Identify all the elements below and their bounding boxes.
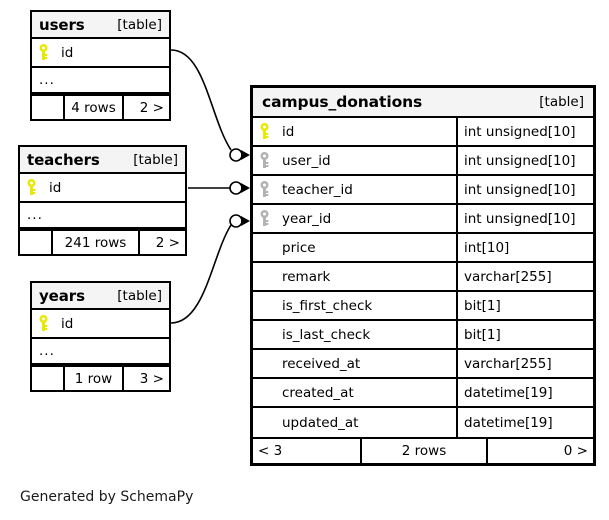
no-key-spacer bbox=[253, 292, 275, 319]
table-campus-donations-footer: < 3 2 rows 0 > bbox=[253, 437, 593, 463]
column-name: id bbox=[282, 123, 295, 140]
table-years-name: years bbox=[39, 286, 85, 305]
table-campus-donations-header: campus_donations [table] bbox=[253, 88, 593, 118]
table-footer-left[interactable] bbox=[32, 367, 63, 390]
column-name: price bbox=[282, 239, 316, 256]
more-columns-ellipsis: ... bbox=[32, 68, 169, 94]
column-type: int unsigned[10] bbox=[456, 205, 593, 232]
table-teachers-name: teachers bbox=[27, 150, 100, 169]
table-row[interactable]: id bbox=[32, 310, 169, 339]
table-row[interactable]: updated_at datetime[19] bbox=[253, 408, 593, 437]
primary-key-icon bbox=[32, 310, 54, 337]
foreign-key-icon bbox=[253, 205, 275, 232]
column-type: bit[1] bbox=[456, 321, 593, 348]
column-name: id bbox=[61, 315, 74, 332]
column-type: varchar[255] bbox=[456, 263, 593, 290]
table-footer-next[interactable]: 0 > bbox=[486, 439, 593, 463]
table-row[interactable]: is_last_check bit[1] bbox=[253, 321, 593, 350]
table-years-header: years [table] bbox=[32, 283, 169, 310]
column-name: remark bbox=[282, 268, 331, 285]
more-columns-ellipsis: ... bbox=[20, 203, 185, 229]
table-campus-donations-name: campus_donations bbox=[262, 93, 423, 111]
table-users[interactable]: users [table] id ... 4 rows 2 > bbox=[30, 10, 171, 121]
table-years-kind: [table] bbox=[117, 287, 162, 304]
table-row[interactable]: teacher_id int unsigned[10] bbox=[253, 176, 593, 205]
table-footer-left[interactable] bbox=[20, 231, 51, 254]
column-type: int unsigned[10] bbox=[456, 176, 593, 203]
table-users-header: users [table] bbox=[32, 12, 169, 39]
generated-by-credit: Generated by SchemaPy bbox=[20, 489, 194, 505]
column-type: int unsigned[10] bbox=[456, 147, 593, 174]
no-key-spacer bbox=[253, 234, 275, 261]
column-type: datetime[19] bbox=[456, 379, 593, 406]
column-name: updated_at bbox=[282, 414, 359, 431]
column-name: id bbox=[49, 179, 62, 196]
table-campus-donations[interactable]: campus_donations [table] id int unsigned[… bbox=[250, 85, 596, 466]
column-type: datetime[19] bbox=[456, 408, 593, 437]
column-name: user_id bbox=[282, 152, 331, 169]
table-footer-rowcount: 241 rows bbox=[51, 231, 138, 254]
column-name: id bbox=[61, 44, 74, 61]
column-name: received_at bbox=[282, 355, 361, 372]
relationship-optional-markers bbox=[229, 148, 243, 228]
table-footer-rowcount: 4 rows bbox=[63, 96, 122, 119]
table-row[interactable]: received_at varchar[255] bbox=[253, 350, 593, 379]
table-row[interactable]: remark varchar[255] bbox=[253, 263, 593, 292]
table-users-name: users bbox=[39, 15, 85, 34]
table-row[interactable]: id int unsigned[10] bbox=[253, 118, 593, 147]
no-key-spacer bbox=[253, 350, 275, 377]
column-type: int unsigned[10] bbox=[456, 118, 593, 145]
primary-key-icon bbox=[32, 39, 54, 66]
table-footer-right[interactable]: 2 > bbox=[122, 96, 169, 119]
table-campus-donations-kind: [table] bbox=[539, 94, 584, 110]
table-teachers-footer: 241 rows 2 > bbox=[20, 229, 185, 254]
relationship-arrowheads bbox=[241, 150, 250, 226]
column-name: year_id bbox=[282, 210, 332, 227]
column-name: is_first_check bbox=[282, 297, 373, 314]
column-name: teacher_id bbox=[282, 181, 353, 198]
table-teachers-header: teachers [table] bbox=[20, 147, 185, 174]
column-name: created_at bbox=[282, 384, 354, 401]
table-footer-right[interactable]: 2 > bbox=[138, 231, 185, 254]
foreign-key-icon bbox=[253, 176, 275, 203]
table-footer-prev[interactable]: < 3 bbox=[258, 443, 283, 459]
table-row[interactable]: id bbox=[32, 39, 169, 68]
table-teachers-kind: [table] bbox=[133, 151, 178, 168]
more-columns-ellipsis: ... bbox=[32, 339, 169, 365]
no-key-spacer bbox=[253, 408, 275, 437]
primary-key-icon bbox=[20, 174, 42, 201]
table-row[interactable]: price int[10] bbox=[253, 234, 593, 263]
table-row[interactable]: created_at datetime[19] bbox=[253, 379, 593, 408]
column-name: is_last_check bbox=[282, 326, 371, 343]
no-key-spacer bbox=[253, 263, 275, 290]
table-row[interactable]: year_id int unsigned[10] bbox=[253, 205, 593, 234]
column-type: bit[1] bbox=[456, 292, 593, 319]
table-years[interactable]: years [table] id ... 1 row 3 > bbox=[30, 281, 171, 392]
relationship-users-to-campus-donations bbox=[170, 49, 232, 151]
no-key-spacer bbox=[253, 321, 275, 348]
table-users-kind: [table] bbox=[117, 16, 162, 33]
column-type: int[10] bbox=[456, 234, 593, 261]
table-years-footer: 1 row 3 > bbox=[32, 365, 169, 390]
table-teachers[interactable]: teachers [table] id ... 241 rows 2 > bbox=[18, 145, 187, 256]
table-footer-right[interactable]: 3 > bbox=[122, 367, 169, 390]
table-row[interactable]: is_first_check bit[1] bbox=[253, 292, 593, 321]
no-key-spacer bbox=[253, 379, 275, 406]
table-footer-rowcount: 1 row bbox=[63, 367, 122, 390]
column-type: varchar[255] bbox=[456, 350, 593, 377]
table-footer-rowcount: 2 rows bbox=[360, 439, 486, 463]
foreign-key-icon bbox=[253, 147, 275, 174]
primary-key-icon bbox=[253, 118, 275, 145]
table-users-footer: 4 rows 2 > bbox=[32, 94, 169, 119]
table-row[interactable]: user_id int unsigned[10] bbox=[253, 147, 593, 176]
table-row[interactable]: id bbox=[20, 174, 185, 203]
table-footer-left[interactable] bbox=[32, 96, 63, 119]
